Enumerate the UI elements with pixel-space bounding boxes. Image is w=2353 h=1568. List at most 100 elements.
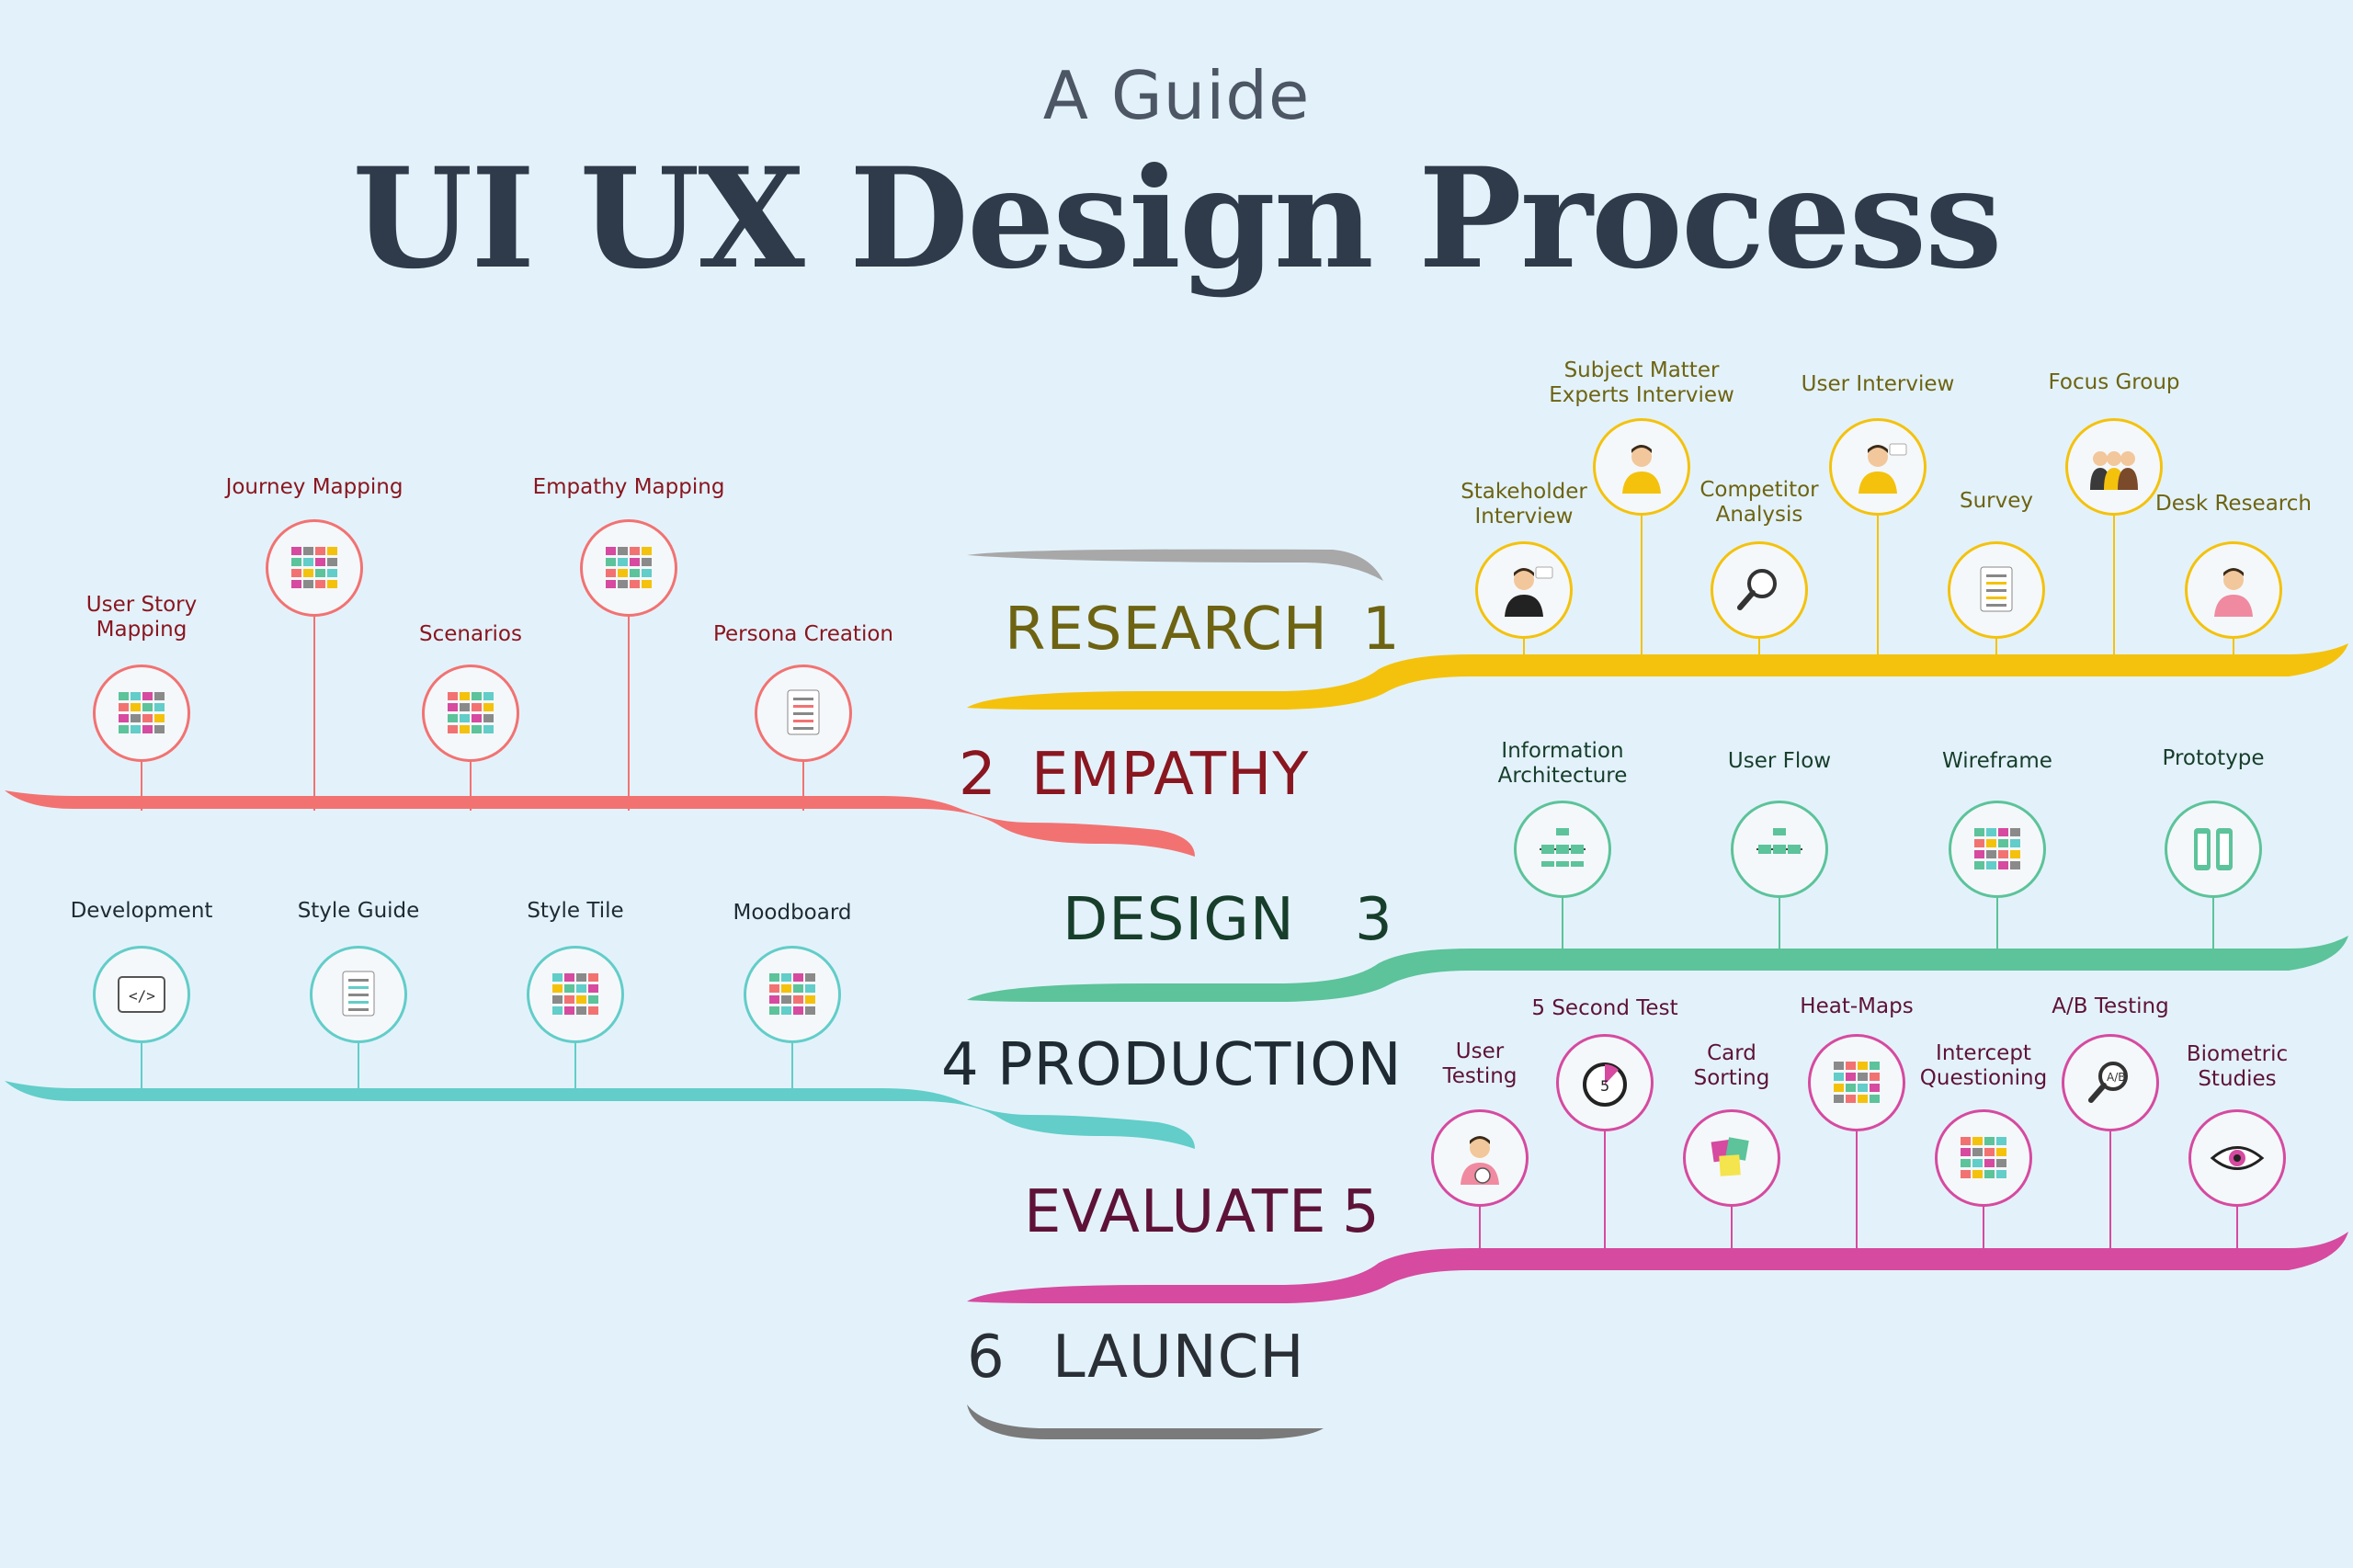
ribbon-evaluate — [967, 1232, 2348, 1303]
user-speech-icon — [1859, 443, 1907, 494]
item-circle-moodboard-icon — [744, 946, 841, 1043]
item-circle-style-guide-icon — [310, 946, 407, 1043]
item-label: Empathy Mapping — [532, 475, 725, 499]
item-label: Development — [70, 899, 213, 923]
item-circle-journey-map-icon — [266, 519, 363, 617]
code-window-icon: </> — [118, 976, 165, 1013]
item-circle-browser-popup-icon — [1935, 1109, 2032, 1207]
item-label: Card Sorting — [1693, 1041, 1770, 1090]
item-label: Journey Mapping — [225, 475, 404, 499]
item-label: Persona Creation — [712, 622, 893, 646]
item-label: Desk Research — [2155, 492, 2312, 516]
item-circle-person-laptop-icon — [2185, 541, 2282, 639]
item-circle-flow-icon — [1731, 801, 1828, 898]
ab-magnifier-icon: A/B — [2088, 1062, 2128, 1103]
empathy-map-icon — [606, 547, 652, 588]
item-circle-story-map-icon — [93, 665, 190, 762]
stage-name-research: RESEARCH — [1005, 596, 1328, 664]
item-circle-heatmap-page-icon — [1808, 1034, 1905, 1131]
item-circle-code-window-icon: </> — [93, 946, 190, 1043]
item-label: Prototype — [2162, 746, 2265, 770]
item-circle-persona-card-icon — [755, 665, 852, 762]
item-label: Biometric Studies — [2186, 1042, 2289, 1091]
item-circle-style-tile-icon — [527, 946, 624, 1043]
person-laptop-icon — [2214, 568, 2253, 617]
woman-expert-icon — [1622, 445, 1661, 494]
ribbon-design — [967, 936, 2348, 1002]
stage-number-design: 3 — [1355, 886, 1393, 954]
item-circle-businessman-icon — [1475, 541, 1573, 639]
sitemap-icon — [1540, 828, 1586, 867]
moodboard-icon — [769, 973, 815, 1015]
item-circle-scenario-grid-icon — [422, 665, 519, 762]
item-label: Moodboard — [733, 901, 852, 925]
stage-number-empathy: 2 — [959, 741, 997, 809]
item-label: User Story Mapping — [85, 593, 198, 642]
stage-number-research: 1 — [1362, 596, 1401, 664]
phone-prototype-icon — [2194, 828, 2233, 870]
item-circle-user-check-icon — [1431, 1109, 1529, 1207]
item-label: User Flow — [1727, 749, 1832, 773]
item-label: User Interview — [1801, 372, 1955, 396]
style-guide-icon — [342, 971, 375, 1017]
item-circle-stopwatch-icon: 5 — [1556, 1034, 1654, 1131]
heatmap-page-icon — [1834, 1062, 1880, 1103]
magnifier-chart-icon — [1737, 569, 1777, 610]
item-circle-wireframe-icon — [1949, 801, 2046, 898]
item-label: Focus Group — [2048, 370, 2180, 394]
ribbon-research — [967, 643, 2348, 710]
stage-name-launch: LAUNCH — [1052, 1324, 1305, 1392]
eye-icon — [2210, 1146, 2265, 1170]
item-circle-sitemap-icon — [1514, 801, 1611, 898]
item-circle-user-speech-icon — [1829, 418, 1927, 516]
item-label: Style Guide — [297, 899, 420, 923]
svg-text:</>: </> — [129, 987, 155, 1005]
item-circle-eye-icon — [2188, 1109, 2286, 1207]
businessman-icon — [1505, 566, 1553, 617]
item-circle-woman-expert-icon — [1593, 418, 1690, 516]
ribbon-empathy — [5, 790, 1195, 857]
wireframe-icon — [1974, 828, 2020, 869]
stage-name-production: PRODUCTION — [997, 1031, 1403, 1099]
story-map-icon — [119, 692, 165, 733]
scenario-grid-icon — [448, 692, 494, 733]
item-label: Intercept Questioning — [1919, 1041, 2048, 1090]
item-circle-sticky-notes-icon — [1683, 1109, 1780, 1207]
top-swoosh — [967, 549, 1383, 581]
persona-card-icon — [787, 689, 820, 735]
item-label: Survey — [1959, 489, 2033, 513]
item-label: Stakeholder Interview — [1461, 480, 1587, 528]
item-label: Competitor Analysis — [1699, 478, 1819, 527]
item-label: Scenarios — [419, 622, 522, 646]
journey-map-icon — [291, 547, 337, 588]
user-check-icon — [1461, 1136, 1499, 1185]
ribbon-production — [5, 1081, 1195, 1149]
item-label: 5 Second Test — [1531, 996, 1678, 1020]
stage-number-evaluate: 5 — [1342, 1178, 1381, 1246]
style-tile-icon — [552, 973, 598, 1015]
item-circle-group-people-icon — [2065, 418, 2163, 516]
item-label: Wireframe — [1942, 749, 2052, 773]
svg-text:A/B: A/B — [2107, 1071, 2125, 1084]
item-label: Subject Matter Experts Interview — [1549, 358, 1734, 407]
item-label: A/B Testing — [2052, 994, 2169, 1018]
item-circle-clipboard-survey-icon — [1948, 541, 2045, 639]
stage-number-production: 4 — [941, 1031, 980, 1099]
item-circle-phone-prototype-icon — [2165, 801, 2262, 898]
item-label: Information Architecture — [1497, 739, 1628, 788]
ribbon-launch — [967, 1404, 1324, 1439]
page-title: UI UX Design Process — [352, 138, 2002, 300]
subtitle: A Guide — [1042, 57, 1311, 134]
browser-popup-icon — [1961, 1137, 2006, 1178]
group-people-icon — [2090, 451, 2138, 490]
stage-name-design: DESIGN — [1063, 886, 1295, 954]
item-label: Heat-Maps — [1800, 994, 1914, 1018]
item-label: Style Tile — [527, 899, 624, 923]
stage-name-evaluate: EVALUATE — [1024, 1178, 1327, 1246]
clipboard-survey-icon — [1980, 566, 2013, 612]
stopwatch-icon: 5 — [1583, 1062, 1627, 1107]
svg-text:5: 5 — [1600, 1077, 1609, 1095]
item-label: User Testing — [1442, 1040, 1518, 1088]
